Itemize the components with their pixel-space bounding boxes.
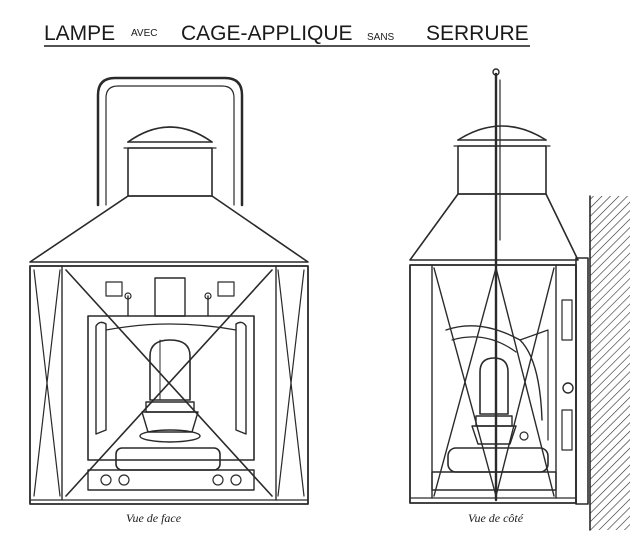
front-chimney-cap	[127, 126, 213, 143]
side-chimney-cap	[457, 125, 547, 141]
caption-side: Vue de côté	[468, 511, 524, 525]
front-burner	[141, 411, 199, 433]
side-view	[409, 68, 630, 531]
front-handle	[96, 76, 244, 207]
side-lamp-glass	[479, 357, 509, 415]
front-fuel-tank	[115, 447, 221, 471]
title-serrure: SERRURE	[426, 22, 529, 45]
front-reflector-frame	[87, 315, 255, 461]
front-hood	[29, 195, 309, 263]
side-hood	[409, 193, 579, 261]
caption-front: Vue de face	[126, 511, 182, 525]
side-burner	[471, 425, 517, 445]
side-fuel-tank	[447, 447, 549, 473]
drawing-title: LAMPE AVEC CAGE-APPLIQUE SANS SERRURE	[44, 22, 530, 47]
side-latch	[562, 382, 574, 394]
title-avec: AVEC	[131, 28, 158, 39]
front-frame	[29, 265, 309, 505]
side-frame	[409, 264, 577, 504]
title-lampe: LAMPE	[44, 22, 115, 45]
wall-hatching	[590, 196, 630, 530]
side-chimney	[457, 145, 547, 195]
front-view	[29, 76, 309, 505]
title-sans: SANS	[367, 32, 395, 43]
wall-bracket	[575, 257, 589, 505]
front-chimney	[127, 147, 213, 197]
title-cage-applique: CAGE-APPLIQUE	[181, 22, 353, 45]
front-cross-bar	[65, 269, 273, 497]
front-lamp-glass	[149, 339, 191, 401]
